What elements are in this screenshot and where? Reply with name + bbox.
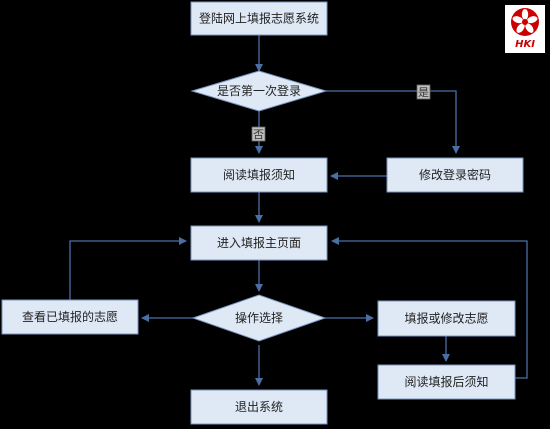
edge-label-no: 否 bbox=[251, 126, 266, 142]
node-read-notice-text: 阅读填报须知 bbox=[223, 167, 295, 182]
node-view-wishes-text: 查看已填报的志愿 bbox=[22, 309, 118, 324]
node-fill-wishes-text: 填报或修改志愿 bbox=[404, 311, 488, 326]
node-login: 登陆网上填报志愿系统 bbox=[190, 1, 328, 36]
edge-read-after-notice-to-main-page bbox=[331, 237, 528, 379]
edges bbox=[69, 35, 528, 386]
node-read-notice: 阅读填报须知 bbox=[190, 157, 328, 193]
edge-view-wishes-to-main-page bbox=[69, 237, 187, 300]
edge-label-yes: 是 bbox=[416, 84, 431, 100]
hki-flower-icon bbox=[511, 8, 539, 36]
node-operation-decision: 操作选择 bbox=[191, 294, 327, 342]
node-fill-wishes: 填报或修改志愿 bbox=[377, 300, 516, 337]
node-change-password: 修改登录密码 bbox=[386, 157, 524, 193]
node-login-text: 登陆网上填报志愿系统 bbox=[199, 11, 319, 26]
node-change-password-text: 修改登录密码 bbox=[419, 167, 491, 182]
node-first-login-text: 是否第一次登录 bbox=[217, 83, 301, 98]
hki-logo: HKI bbox=[505, 5, 545, 53]
edge-label-yes-text: 是 bbox=[418, 86, 429, 99]
node-exit: 退出系统 bbox=[190, 389, 328, 425]
node-main-page-text: 进入填报主页面 bbox=[217, 235, 301, 250]
node-operation-text: 操作选择 bbox=[235, 310, 283, 325]
edge-label-no-text: 否 bbox=[253, 128, 264, 141]
node-read-after-notice: 阅读填报后须知 bbox=[377, 364, 516, 400]
hki-logo-text: HKI bbox=[515, 39, 535, 50]
node-view-wishes: 查看已填报的志愿 bbox=[1, 299, 139, 335]
edge-first-login-to-change-password bbox=[326, 90, 460, 154]
node-main-page: 进入填报主页面 bbox=[190, 225, 328, 261]
node-exit-text: 退出系统 bbox=[235, 400, 283, 414]
node-read-after-notice-text: 阅读填报后须知 bbox=[404, 374, 488, 389]
node-first-login-decision: 是否第一次登录 bbox=[190, 70, 328, 112]
